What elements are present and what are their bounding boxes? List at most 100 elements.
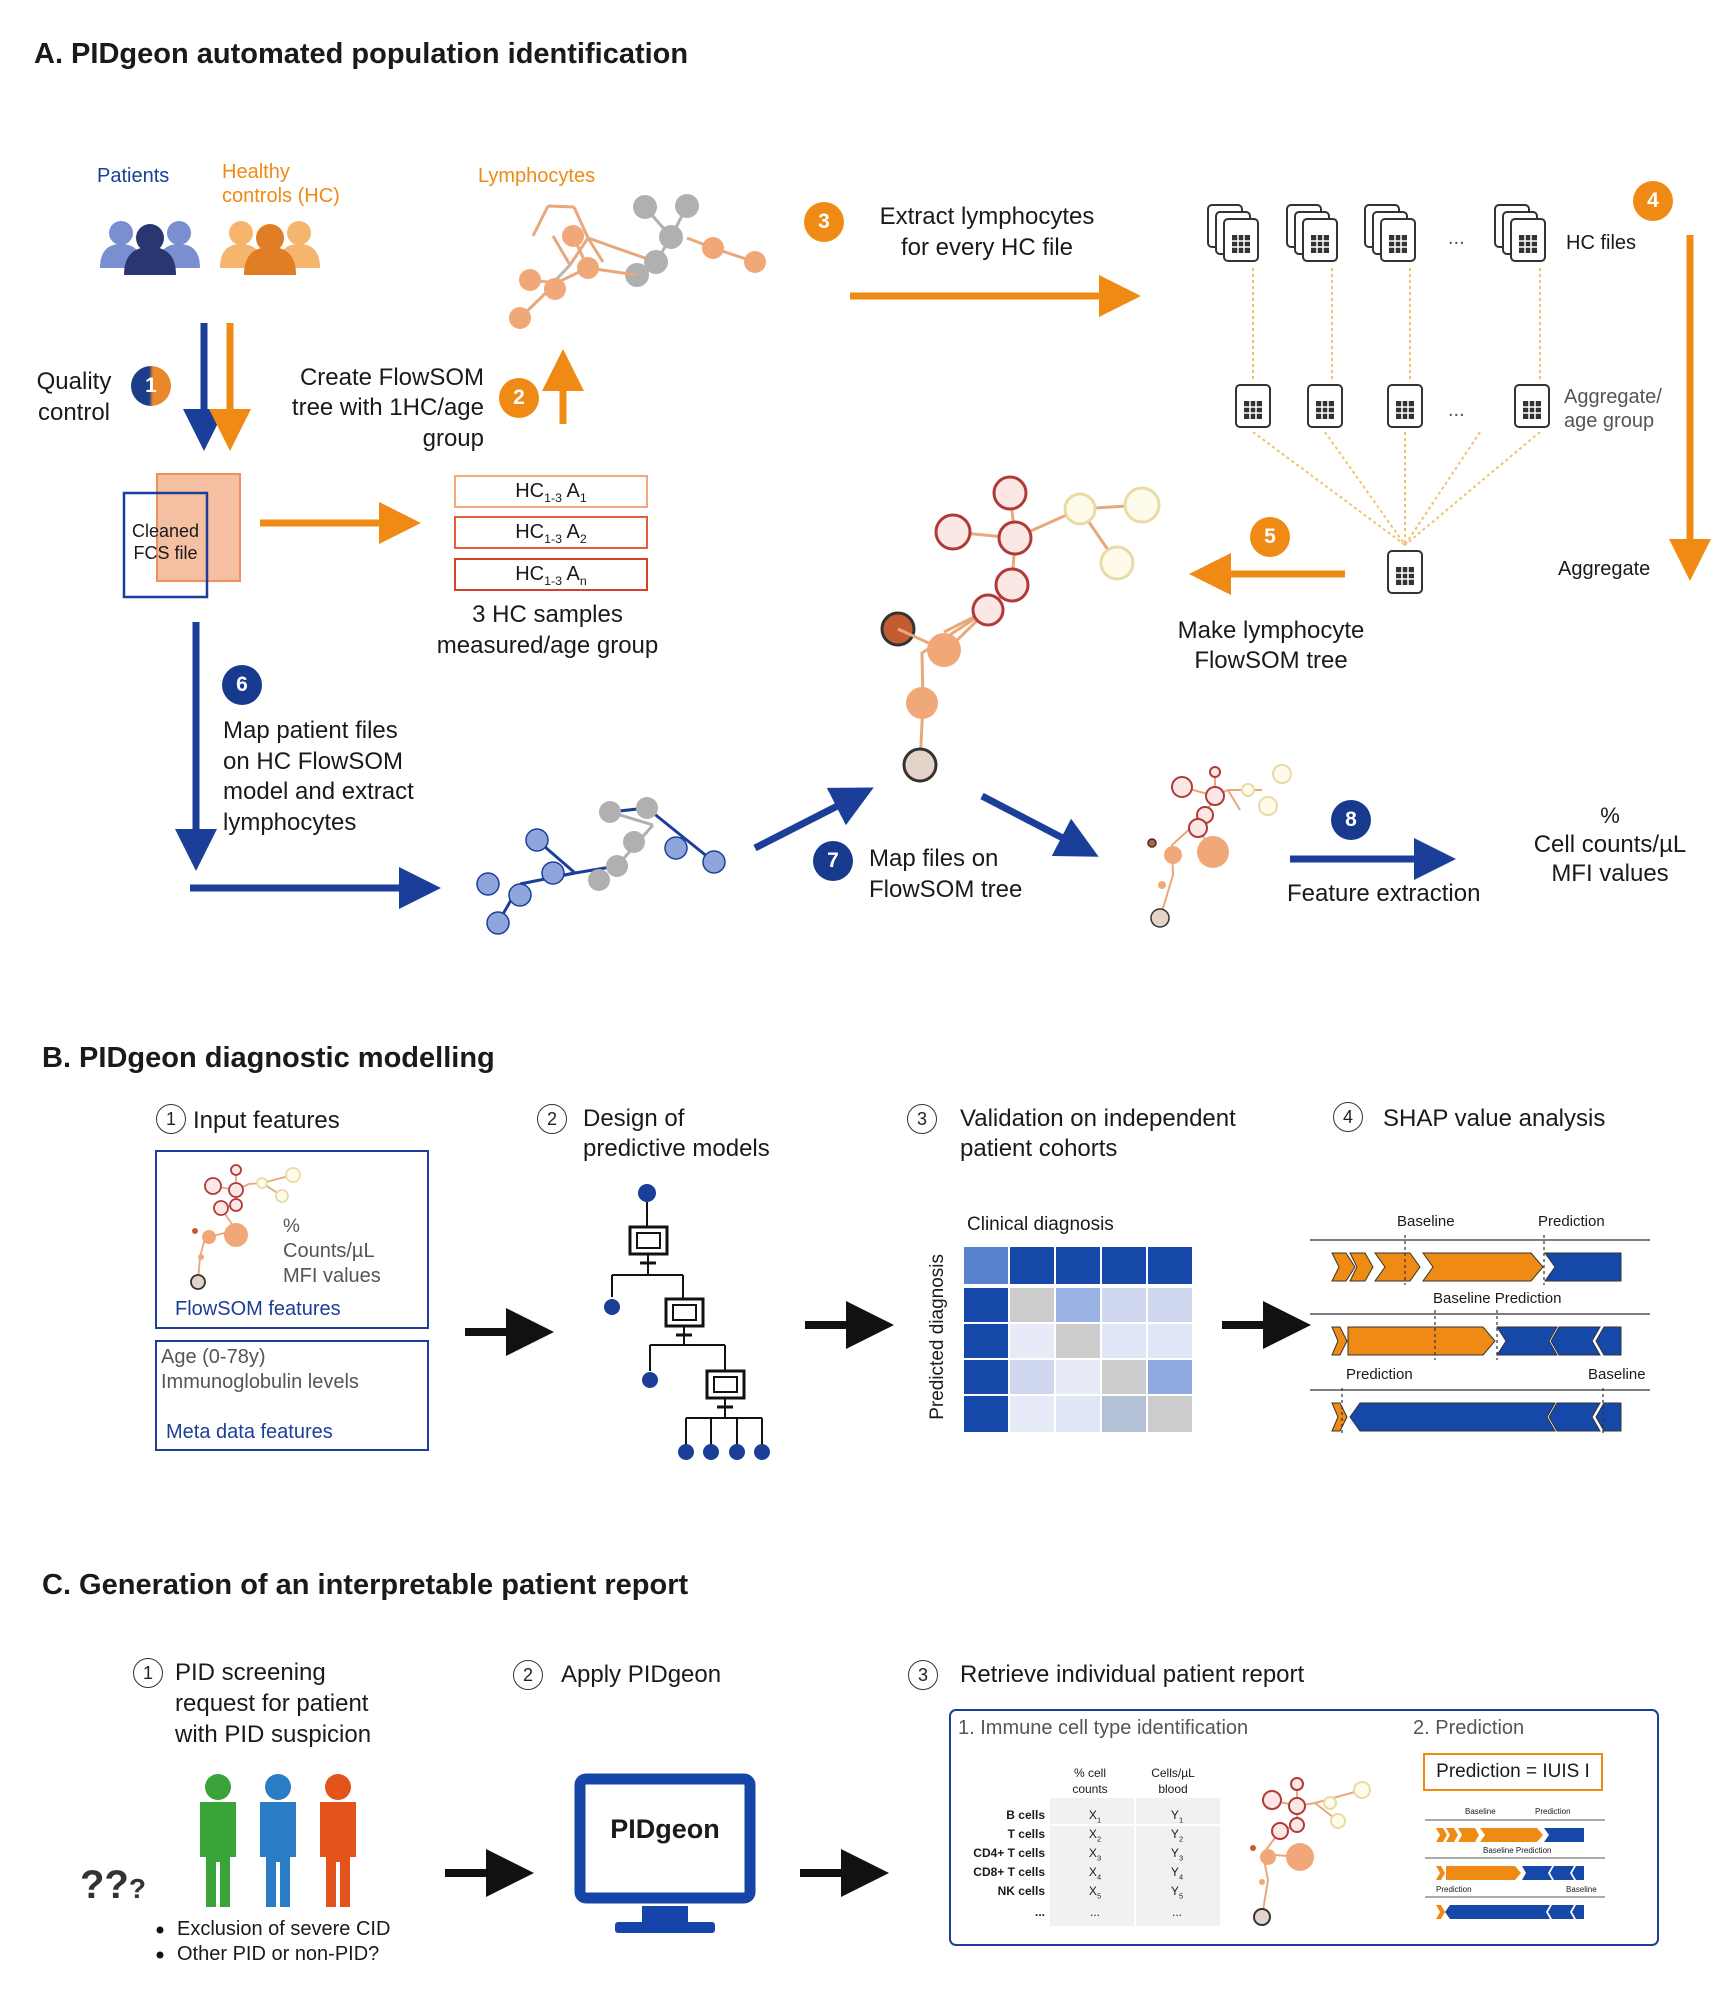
shap-baseline-3: Baseline bbox=[1588, 1366, 1646, 1383]
c-step-1-number: 1 bbox=[133, 1658, 163, 1688]
step-5-label-2: FlowSOM tree bbox=[1194, 647, 1348, 674]
step-1-badge: 1 bbox=[131, 366, 171, 406]
small-flowsom-tree-icon bbox=[1147, 764, 1292, 928]
mini-shap-prediction-3: Prediction bbox=[1436, 1885, 1472, 1894]
quality-control-label-1: Quality bbox=[36, 368, 112, 395]
report-shap-plots bbox=[1425, 1819, 1605, 1919]
step-5-badge: 5 bbox=[1250, 517, 1290, 557]
aggregate-age-label-2: age group bbox=[1564, 410, 1655, 432]
hc-label-2: controls (HC) bbox=[222, 185, 340, 207]
hc-samples-label-2: measured/age group bbox=[436, 632, 659, 659]
step-2-label-2: tree with 1HC/age bbox=[291, 394, 484, 421]
flowsom-features-label: FlowSOM features bbox=[175, 1298, 341, 1320]
fs-counts: Counts/µL bbox=[283, 1240, 375, 1262]
shap-baseline-1: Baseline bbox=[1397, 1213, 1455, 1230]
decision-tree-icon bbox=[604, 1184, 770, 1460]
step-5-label-1: Make lymphocyte bbox=[1177, 617, 1365, 644]
lymphocytes-tree-icon bbox=[509, 194, 766, 329]
input-features-tree-icon bbox=[190, 1164, 301, 1290]
report-row-cells: Y1 bbox=[1170, 1808, 1184, 1825]
report-row-name: CD8+ T cells bbox=[973, 1865, 1045, 1879]
col2-label-1: Cells/µL bbox=[1151, 1766, 1195, 1780]
b-step-3-label-1: Validation on independent bbox=[960, 1105, 1236, 1132]
step-6-label-1: Map patient files bbox=[223, 717, 398, 744]
report-row-pct: X3 bbox=[1088, 1846, 1102, 1863]
report-row-pct: X2 bbox=[1088, 1827, 1102, 1844]
people-icons bbox=[200, 1774, 356, 1907]
mini-shap-baseline-3: Baseline bbox=[1566, 1885, 1597, 1894]
hc-sample-row-2: HC1-3 A2 bbox=[454, 516, 648, 549]
c-step-1-label-2: request for patient bbox=[175, 1690, 369, 1717]
report-row-pct: X4 bbox=[1088, 1865, 1102, 1882]
aggregate-label: Aggregate bbox=[1558, 558, 1651, 580]
report-part2-label: 2. Prediction bbox=[1413, 1717, 1525, 1739]
hc-samples-label-1: 3 HC samples bbox=[472, 601, 623, 628]
step-8-label: Feature extraction bbox=[1287, 880, 1481, 907]
step-8-badge: 8 bbox=[1331, 800, 1371, 840]
hc-label-1: Healthy bbox=[222, 161, 290, 183]
report-row-cells: Y4 bbox=[1170, 1865, 1184, 1882]
meta-age: Age (0-78y) bbox=[161, 1346, 266, 1368]
features-label-1: % bbox=[1600, 803, 1620, 828]
cleaned-label-1: Cleaned bbox=[131, 521, 200, 541]
step-7-badge: 7 bbox=[813, 841, 853, 881]
step-3-label-2: for every HC file bbox=[900, 234, 1074, 261]
flowsom-tree-icon bbox=[880, 475, 1161, 783]
step-6-badge: 6 bbox=[222, 665, 262, 705]
report-row-name: ... bbox=[1034, 1905, 1045, 1919]
mini-shap-row2: Baseline Prediction bbox=[1483, 1846, 1552, 1855]
step-7-label-1: Map files on bbox=[869, 845, 999, 872]
report-row-cells: Y5 bbox=[1170, 1884, 1184, 1901]
step-2-label-3: group bbox=[422, 425, 484, 452]
b-step-2-label-1: Design of bbox=[583, 1105, 685, 1132]
report-part1-label: 1. Immune cell type identification bbox=[958, 1717, 1249, 1739]
report-row-cells: ... bbox=[1171, 1905, 1182, 1919]
report-row-pct: X1 bbox=[1088, 1808, 1102, 1825]
step-6-label-4: lymphocytes bbox=[223, 809, 357, 836]
report-tree-icon bbox=[1250, 1777, 1371, 1926]
c-step-2-label: Apply PIDgeon bbox=[561, 1661, 722, 1688]
step-6-label-3: model and extract bbox=[223, 778, 414, 805]
report-row-name: T cells bbox=[1007, 1827, 1045, 1841]
monitor-label: PIDgeon bbox=[610, 1814, 720, 1844]
step-2-badge: 2 bbox=[499, 378, 539, 418]
meta-data-features-label: Meta data features bbox=[166, 1421, 333, 1443]
step-7-label-2: FlowSOM tree bbox=[869, 876, 1023, 903]
c-step-1-label-3: with PID suspicion bbox=[175, 1721, 372, 1748]
confusion-matrix bbox=[964, 1247, 1192, 1432]
ellipsis-2: ... bbox=[1448, 399, 1465, 421]
col2-label-2: blood bbox=[1158, 1782, 1188, 1796]
col1-label-2: counts bbox=[1072, 1782, 1108, 1796]
hc-sample-row-3: HC1-3 An bbox=[454, 558, 648, 591]
section-a-title: A. PIDgeon automated population identifi… bbox=[34, 38, 689, 70]
c-step-3-label: Retrieve individual patient report bbox=[960, 1661, 1305, 1688]
shap-plots bbox=[1310, 1235, 1650, 1436]
aggregate-age-label-1: Aggregate/ bbox=[1564, 386, 1662, 408]
report-row-pct: ... bbox=[1089, 1905, 1100, 1919]
fs-pct: % bbox=[283, 1216, 300, 1237]
report-row-cells: Y3 bbox=[1170, 1846, 1184, 1863]
report-row-name: CD4+ T cells bbox=[973, 1846, 1045, 1860]
question-marks: ??? bbox=[80, 1863, 146, 1907]
b-step-2-number: 2 bbox=[537, 1104, 567, 1134]
bullet-2: Other PID or non-PID? bbox=[177, 1943, 380, 1965]
shap-row2-label: Baseline Prediction bbox=[1433, 1290, 1562, 1307]
shap-prediction-3: Prediction bbox=[1346, 1366, 1413, 1383]
report-row-pct: X5 bbox=[1088, 1884, 1102, 1901]
patient-tree-icon bbox=[476, 797, 726, 935]
patients-label: Patients bbox=[97, 165, 170, 187]
report-row-cells: Y2 bbox=[1170, 1827, 1184, 1844]
b-step-1-label: Input features bbox=[193, 1107, 340, 1134]
b-step-3-label-2: patient cohorts bbox=[960, 1135, 1118, 1162]
step-2-label-1: Create FlowSOM bbox=[299, 364, 484, 391]
quality-control-label-2: control bbox=[37, 399, 111, 426]
step-4-badge: 4 bbox=[1633, 181, 1673, 221]
mini-shap-baseline: Baseline bbox=[1465, 1807, 1496, 1816]
meta-ig: Immunoglobulin levels bbox=[161, 1371, 359, 1393]
report-row-name: NK cells bbox=[997, 1884, 1045, 1898]
section-c-title: C. Generation of an interpretable patien… bbox=[42, 1569, 689, 1601]
fs-mfi: MFI values bbox=[283, 1265, 381, 1287]
prediction-box-label: Prediction = IUIS I bbox=[1436, 1761, 1590, 1782]
lymphocytes-label: Lymphocytes bbox=[478, 165, 596, 187]
